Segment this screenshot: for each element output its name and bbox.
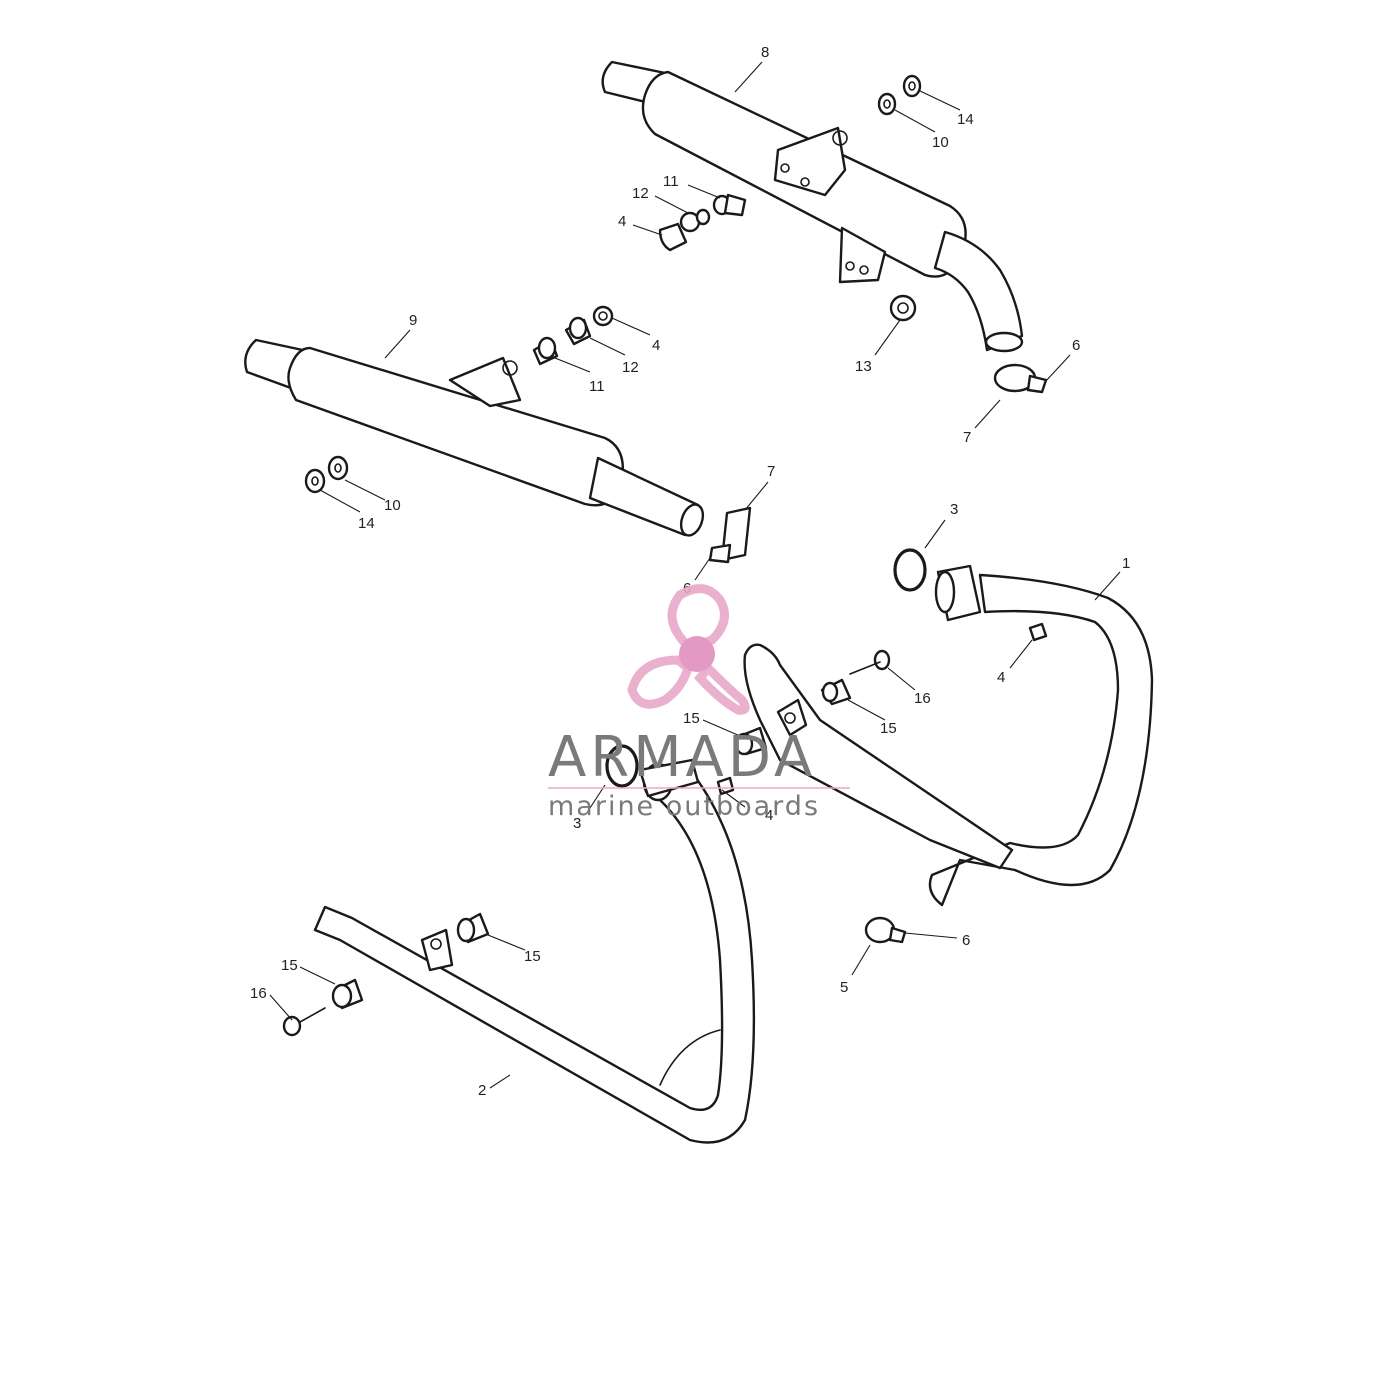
muffler-9 [244,338,705,537]
callout-1: 1 [1122,555,1130,572]
callout-11: 11 [589,378,605,395]
callout-4: 4 [618,213,626,230]
callout-11: 11 [663,173,679,190]
callout-8: 8 [761,44,769,61]
hardware-parts [282,74,1048,1037]
armada-watermark: ARMADA marine outboards [548,584,850,822]
callout-4: 4 [765,807,773,824]
exhaust-pipe-1 [743,564,1154,907]
callout-14: 14 [358,515,375,532]
muffler-8 [601,60,1024,353]
callout-4: 4 [997,669,1005,686]
callout-16: 16 [914,690,931,707]
callout-15: 15 [683,710,700,727]
callout-16: 16 [250,985,267,1002]
propeller-icon [627,584,750,715]
callout-14: 14 [957,111,974,128]
callout-6: 6 [962,932,970,949]
callout-15: 15 [524,948,541,965]
callout-15: 15 [880,720,897,737]
callout-7: 7 [767,463,775,480]
callout-5: 5 [840,979,848,996]
callout-13: 13 [855,358,872,375]
callout-4: 4 [652,337,660,354]
callout-7: 7 [963,429,971,446]
callout-labels: 1 2 3 3 4 4 4 4 5 6 6 6 7 7 8 9 10 10 11… [250,44,1130,1099]
callout-10: 10 [932,134,949,151]
exhaust-pipe-2 [313,758,756,1144]
callout-12: 12 [632,185,649,202]
leader-lines [269,61,1121,1089]
callout-15: 15 [281,957,298,974]
watermark-brand: ARMADA [548,725,816,790]
callout-12: 12 [622,359,639,376]
callout-6: 6 [1072,337,1080,354]
callout-3: 3 [573,815,581,832]
callout-2: 2 [478,1082,486,1099]
watermark-tagline: marine outboards [548,791,820,822]
callout-10: 10 [384,497,401,514]
callout-3: 3 [950,501,958,518]
callout-9: 9 [409,312,417,329]
